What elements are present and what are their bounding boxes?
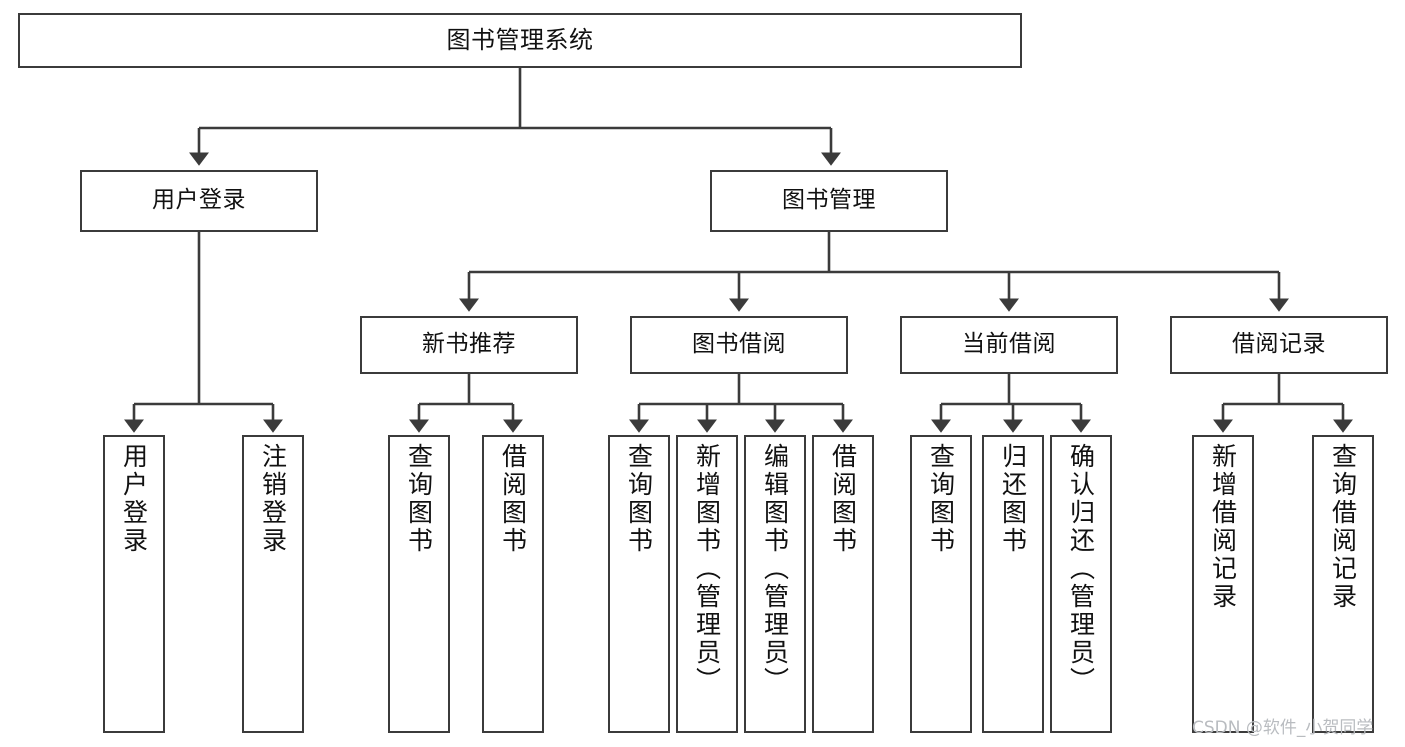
node-current-borrow[interactable]: 当前借阅 [900, 316, 1118, 374]
node-borrow-record-label: 借阅记录 [1232, 331, 1326, 358]
leaf-add-borrow-record-label: 新增借阅记录 [1208, 443, 1238, 611]
leaf-add-book-label: 新增图书（管理员） [692, 443, 722, 695]
leaf-add-book[interactable]: 新增图书（管理员） [676, 435, 738, 733]
leaf-query-book-current-label: 查询图书 [926, 443, 956, 555]
node-user-login[interactable]: 用户登录 [80, 170, 318, 232]
node-root[interactable]: 图书管理系统 [18, 13, 1022, 68]
leaf-confirm-return-label: 确认归还（管理员） [1066, 443, 1096, 695]
leaf-add-borrow-record[interactable]: 新增借阅记录 [1192, 435, 1254, 733]
leaf-borrow-book-recommend[interactable]: 借阅图书 [482, 435, 544, 733]
node-book-borrow-label: 图书借阅 [692, 331, 786, 358]
node-new-book-recommend-label: 新书推荐 [422, 331, 516, 358]
node-book-borrow[interactable]: 图书借阅 [630, 316, 848, 374]
leaf-logout-label: 注销登录 [258, 443, 288, 555]
leaf-query-book-borrow-label: 查询图书 [624, 443, 654, 555]
leaf-confirm-return[interactable]: 确认归还（管理员） [1050, 435, 1112, 733]
leaf-edit-book-label: 编辑图书（管理员） [760, 443, 790, 695]
watermark: CSDN @软件_小贺同学 [1192, 718, 1374, 738]
leaf-borrow-book-recommend-label: 借阅图书 [498, 443, 528, 555]
node-root-label: 图书管理系统 [446, 26, 594, 55]
leaf-query-book-recommend[interactable]: 查询图书 [388, 435, 450, 733]
leaf-query-book-recommend-label: 查询图书 [404, 443, 434, 555]
leaf-query-borrow-record-label: 查询借阅记录 [1328, 443, 1358, 611]
leaf-query-borrow-record[interactable]: 查询借阅记录 [1312, 435, 1374, 733]
leaf-query-book-current[interactable]: 查询图书 [910, 435, 972, 733]
node-current-borrow-label: 当前借阅 [962, 331, 1056, 358]
leaf-return-book-label: 归还图书 [998, 443, 1028, 555]
leaf-edit-book[interactable]: 编辑图书（管理员） [744, 435, 806, 733]
node-borrow-record[interactable]: 借阅记录 [1170, 316, 1388, 374]
node-book-manage-label: 图书管理 [782, 187, 876, 214]
leaf-user-login[interactable]: 用户登录 [103, 435, 165, 733]
leaf-logout[interactable]: 注销登录 [242, 435, 304, 733]
leaf-user-login-label: 用户登录 [119, 443, 149, 555]
node-new-book-recommend[interactable]: 新书推荐 [360, 316, 578, 374]
leaf-borrow-book-label: 借阅图书 [828, 443, 858, 555]
node-book-manage[interactable]: 图书管理 [710, 170, 948, 232]
leaf-query-book-borrow[interactable]: 查询图书 [608, 435, 670, 733]
node-user-login-label: 用户登录 [152, 187, 246, 214]
leaf-return-book[interactable]: 归还图书 [982, 435, 1044, 733]
leaf-borrow-book[interactable]: 借阅图书 [812, 435, 874, 733]
